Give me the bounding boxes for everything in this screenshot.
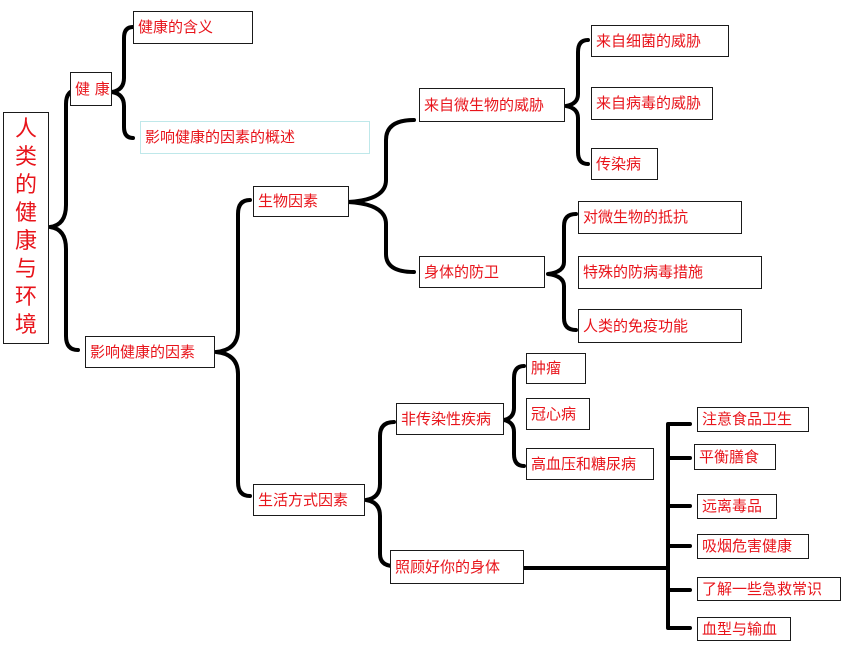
root-char: 康: [14, 229, 37, 254]
node-first-aid: 了解一些急救常识: [697, 577, 841, 601]
root-char: 境: [14, 313, 37, 338]
node-bio-factors: 生物因素: [253, 186, 349, 217]
root-char: 的: [14, 173, 37, 198]
node-hypertension-diabetes: 高血压和糖尿病: [526, 448, 654, 480]
node-avoid-drugs: 远离毒品: [697, 494, 777, 519]
root-char: 与: [14, 257, 37, 282]
node-health-meaning: 健康的含义: [133, 11, 253, 44]
node-food-hygiene: 注意食品卫生: [697, 407, 809, 432]
bracket-care: [666, 422, 692, 630]
node-balanced-diet: 平衡膳食: [694, 444, 776, 470]
node-health: 健 康: [70, 72, 112, 106]
node-factors: 影响健康的因素: [85, 336, 215, 368]
node-resist-microbes: 对微生物的抵抗: [578, 201, 742, 234]
brace-root: [48, 88, 80, 352]
brace-factors: [214, 198, 252, 498]
brace-noninfectious: [502, 364, 526, 468]
node-infectious-disease: 传染病: [591, 148, 658, 180]
node-health-factors-overview: 影响健康的因素的概述: [140, 121, 370, 154]
node-immune-function: 人类的免疫功能: [578, 309, 742, 343]
brace-microbe: [564, 38, 590, 166]
brace-defense: [546, 212, 578, 332]
root-char: 健: [14, 201, 37, 226]
node-body-defense: 身体的防卫: [419, 256, 545, 288]
node-antivirus-measures: 特殊的防病毒措施: [578, 256, 762, 289]
node-care-body: 照顾好你的身体: [390, 550, 524, 584]
brace-lifestyle: [364, 420, 396, 568]
brace-health: [110, 25, 135, 140]
node-microbe-threat: 来自微生物的威胁: [419, 88, 565, 122]
node-tumor: 肿瘤: [526, 353, 586, 384]
node-bacteria-threat: 来自细菌的威胁: [591, 25, 729, 57]
root-char: 类: [14, 145, 37, 170]
node-smoking-harm: 吸烟危害健康: [697, 534, 809, 559]
node-blood-transfusion: 血型与输血: [697, 617, 791, 641]
node-lifestyle-factors: 生活方式因素: [253, 484, 365, 516]
node-coronary: 冠心病: [526, 398, 590, 430]
root-char: 人: [14, 117, 37, 142]
node-virus-threat: 来自病毒的威胁: [591, 87, 713, 120]
node-root: 人 类 的 健 康 与 环 境: [3, 112, 49, 344]
root-char: 环: [14, 285, 37, 310]
node-noninfectious: 非传染性疾病: [396, 403, 504, 435]
